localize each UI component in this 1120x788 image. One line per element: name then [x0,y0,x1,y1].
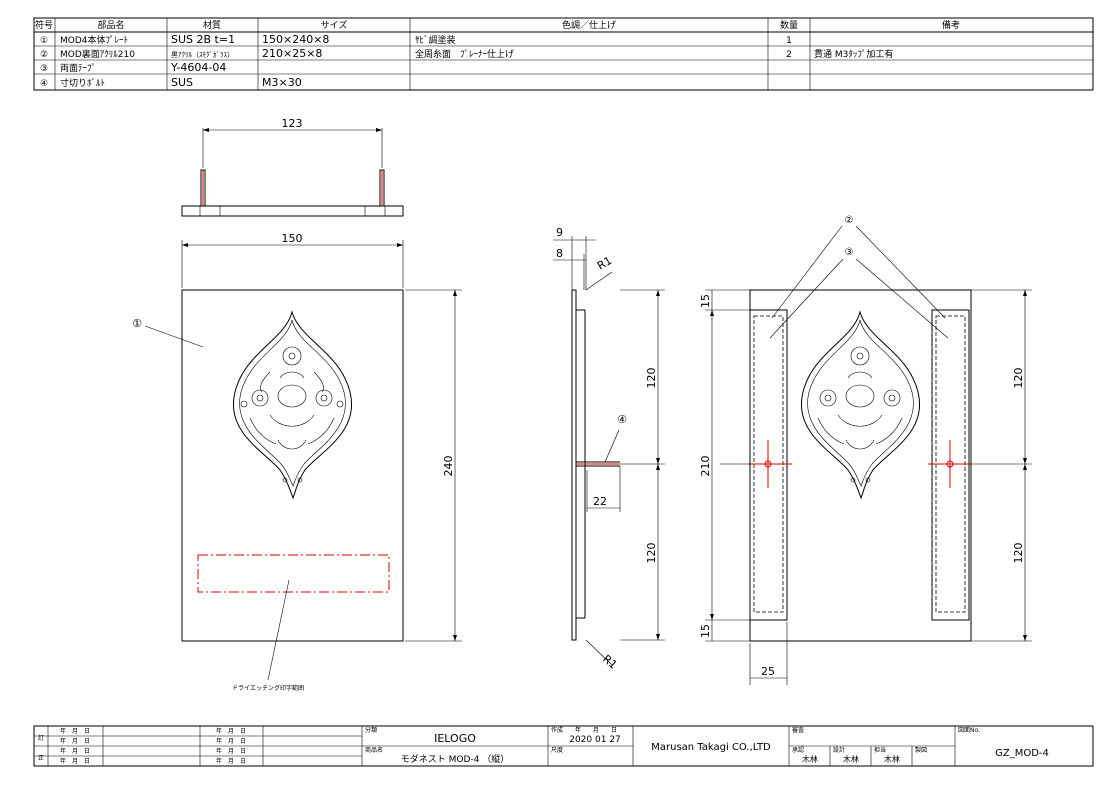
ornament-cutout-front [232,310,353,500]
revision-mark-2: 正 [38,755,44,762]
row1-size: 150×240×8 [262,33,329,46]
front-view: 150 240 ① [132,232,462,692]
title-block: 訂 正 年 月 日 年 月 日 年 月 日 年 月 日 年 月 日 年 月 日 … [33,725,1094,767]
dim-side-8: 8 [556,247,563,260]
ornament-cutout-rear [800,310,921,500]
row4-part-name: 寸切りﾎﾞﾙﾄ [60,77,105,89]
dim-rear-15-top: 15 [699,294,712,308]
dim-rear-25: 25 [761,665,775,678]
top-view: 123 [181,117,404,217]
header-quantity: 数量 [780,19,798,31]
date-unit: 年 月 日 [60,747,90,755]
date-unit: 年 月 日 [216,727,246,735]
date-unit: 年 月 日 [60,757,90,765]
row2-size: 210×25×8 [262,47,322,60]
header-remarks: 備考 [942,19,960,31]
company-name: Marusan Takagi CO.,LTD [651,742,771,753]
row2-material: 黒ｱｸﾘﾙ（ｽﾓｸﾞｶﾞﾗｽ） [171,51,234,59]
table-row: ④ 寸切りﾎﾞﾙﾄ SUS M3×30 [40,76,302,89]
header-symbol: 符号 [35,19,53,31]
row4-symbol: ④ [40,79,48,89]
revision-mark-1: 訂 [38,734,44,742]
callout-4-label: ④ [617,413,627,426]
side-view: 9 8 R1 ④ 22 120 120 R1 [553,226,665,672]
dim-bolt-22: 22 [593,495,607,508]
approve-label: 承認 [792,746,804,754]
drafter-label: 担当 [874,746,886,754]
row1-finish: ｻﾋﾞ調塗装 [415,34,456,46]
dim-r1-bottom: R1 [600,652,620,671]
dim-rear-lower: 120 [1012,543,1025,564]
row1-part-name: MOD4本体ﾌﾟﾚｰﾄ [60,34,128,46]
row3-part-name: 両面ﾃｰﾌﾟ [60,63,96,74]
design-label: 設計 [833,746,845,754]
dim-front-width: 150 [282,232,303,245]
header-finish: 色調／仕上げ [562,19,616,31]
rear-view: ② ③ 15 210 15 120 120 25 [699,215,1032,685]
row4-size: M3×30 [262,76,302,89]
dim-side-lower: 120 [645,543,658,564]
etching-label: ドライエッチング印字範囲 [232,684,304,692]
header-part-name: 部品名 [97,19,124,31]
scale-label: 尺度 [551,746,563,754]
row2-quantity: 2 [786,50,792,60]
row1-material: SUS 2B t=1 [171,33,235,46]
dim-r1-top: R1 [595,254,614,273]
created-value: 2020 01 27 [569,735,621,745]
product-label: 商品名 [365,746,383,754]
check-label: 審査 [792,726,804,734]
design-name: 木林 [843,754,859,764]
table-row: ② MOD裏面ｱｸﾘﾙ210 黒ｱｸﾘﾙ（ｽﾓｸﾞｶﾞﾗｽ） 210×25×8 … [40,47,893,60]
row2-finish: 全周糸面 ﾌﾟﾚｰﾅｰ仕上げ [415,48,514,60]
callout-3-label: ③ [845,247,854,258]
table-row: ③ 両面ﾃｰﾌﾟ Y-4604-04 [40,61,226,74]
callout-1-label: ① [132,317,142,330]
approve-name: 木林 [802,754,818,764]
drawing-label: 製図 [915,746,927,754]
row1-quantity: 1 [786,36,792,46]
date-unit: 年 月 日 [216,757,246,765]
drawing-no: GZ_MOD-4 [995,748,1049,759]
parts-table: 符号 部品名 材質 サイズ 色調／仕上げ 数量 備考 ① MOD4本体ﾌﾟﾚｰﾄ… [33,17,1094,91]
product-value: モダネスト MOD-4 （縦） [401,753,509,765]
front-plate [181,289,404,642]
row3-material: Y-4604-04 [170,61,226,74]
row2-remarks: 貫通 M3ﾀｯﾌﾟ加工有 [814,48,893,60]
table-row: ① MOD4本体ﾌﾟﾚｰﾄ SUS 2B t=1 150×240×8 ｻﾋﾞ調塗… [40,33,792,46]
drawing-no-label: 図面No. [958,727,980,734]
dim-top-width: 123 [282,117,303,130]
date-unit: 年 月 日 [60,727,90,735]
dim-front-height: 240 [442,456,455,477]
drafter-name: 木林 [884,754,900,764]
created-label: 作成 年 月 日 [551,726,617,734]
side-plate [571,289,577,641]
dim-rear-upper: 120 [1012,368,1025,389]
row2-symbol: ② [40,50,48,60]
date-unit: 年 月 日 [216,737,246,745]
row2-part-name: MOD裏面ｱｸﾘﾙ210 [60,48,135,60]
row3-symbol: ③ [40,64,48,74]
date-unit: 年 月 日 [216,747,246,755]
etching-area [197,554,390,593]
header-material: 材質 [203,19,221,31]
dim-side-upper: 120 [645,368,658,389]
row4-material: SUS [171,76,193,89]
callout-2-label: ② [845,215,854,226]
dim-side-9: 9 [556,226,563,239]
dim-rear-210: 210 [699,456,712,477]
category-label: 分類 [365,726,377,734]
category-value: IELOGO [434,732,476,745]
row1-symbol: ① [40,36,48,46]
header-size: サイズ [321,19,348,31]
date-unit: 年 月 日 [60,737,90,745]
dim-rear-15-bottom: 15 [699,624,712,638]
